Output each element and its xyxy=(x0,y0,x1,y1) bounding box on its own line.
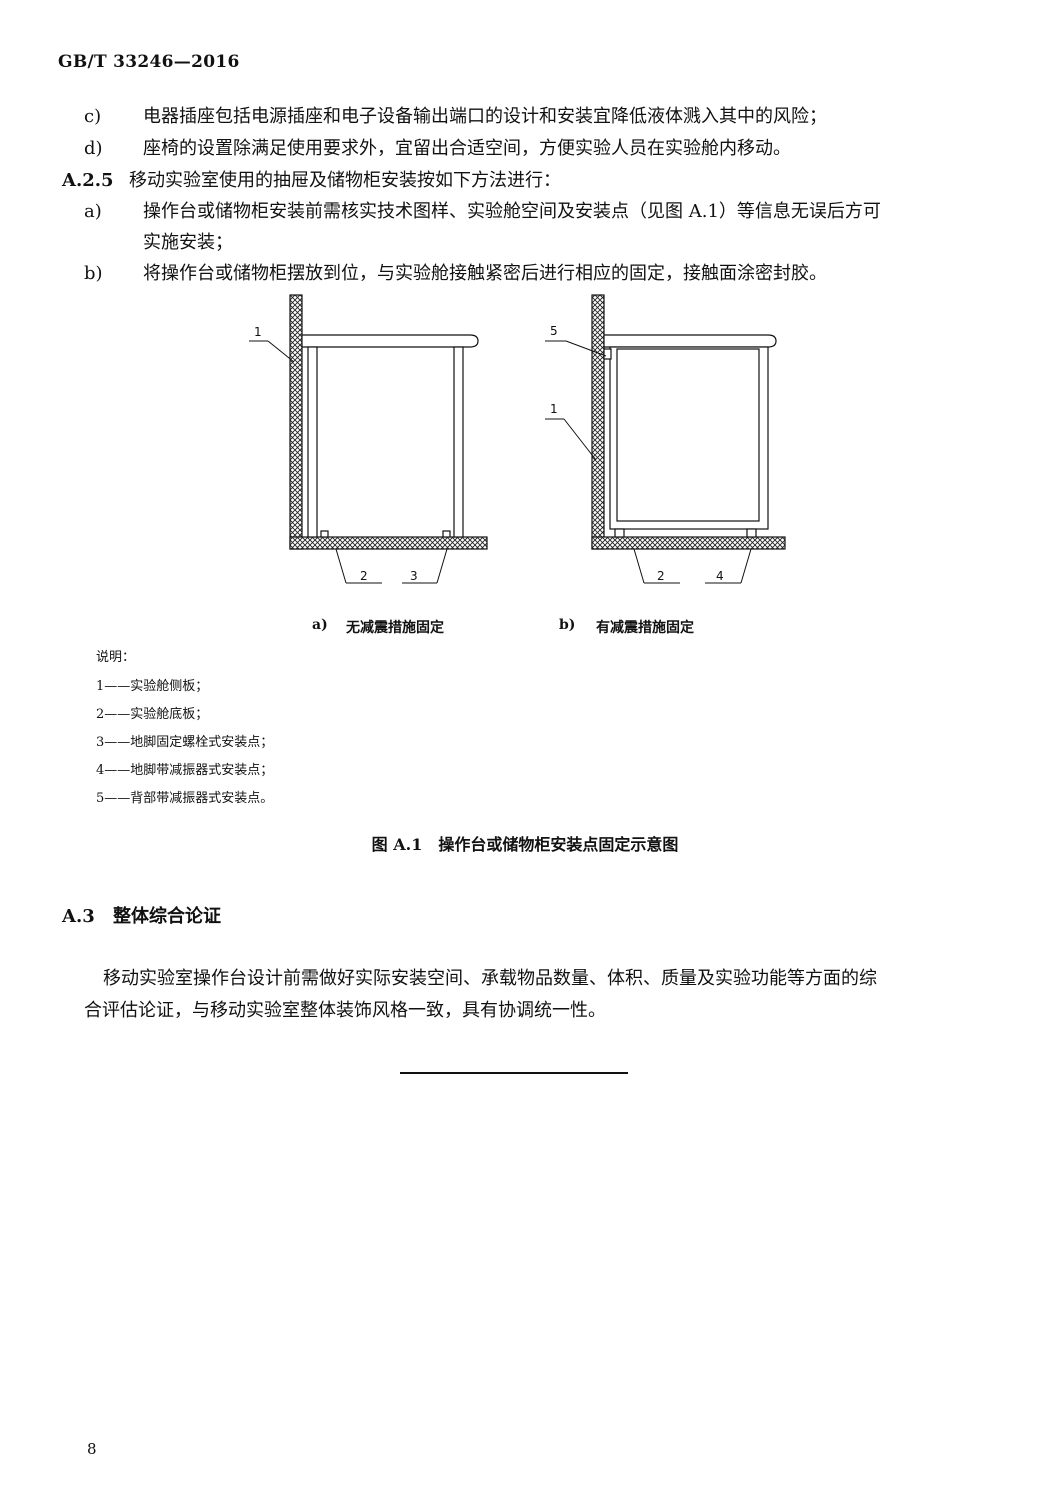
legend-item: 3——地脚固定螺栓式安装点； xyxy=(96,735,274,750)
callout-2: 2 xyxy=(360,569,368,583)
side-panel-wall xyxy=(591,294,605,550)
callout-5: 5 xyxy=(550,324,558,338)
subfigure-b-label: b) xyxy=(559,617,576,633)
legend-item: 2——实验舱底板； xyxy=(96,707,209,722)
bolt-point-left xyxy=(320,530,329,538)
installation-figure: 1 2 3 5 1 2 4 xyxy=(249,294,786,584)
floor-panel xyxy=(289,536,488,550)
section-a3-number: A.3 xyxy=(62,906,95,927)
legend-item: 4——地脚带减振器式安装点； xyxy=(96,763,274,778)
bolt-point-right xyxy=(442,530,451,538)
item-d-text: 座椅的设置除满足使用要求外，宜留出合适空间，方便实验人员在实验舱内移动。 xyxy=(143,138,791,159)
foot-damper-left xyxy=(614,528,625,538)
section-a25-text: 移动实验室使用的抽屉及储物柜安装按如下方法进行： xyxy=(129,170,561,191)
cabinet-post-right xyxy=(453,346,464,538)
foot-damper-right xyxy=(746,528,757,538)
figure-title: 图 A.1 操作台或储物柜安装点固定示意图 xyxy=(371,835,679,854)
cabinet-body-inner xyxy=(616,348,760,522)
figure-b-diagram: 5 1 2 4 xyxy=(545,294,786,584)
countertop xyxy=(301,334,479,348)
item-a-line2: 实施安装； xyxy=(143,232,233,253)
callout-1: 1 xyxy=(550,402,558,416)
item-d-label: d) xyxy=(84,138,103,159)
legend-title: 说明： xyxy=(96,650,136,665)
page-number: 8 xyxy=(87,1440,97,1458)
subfigure-a-caption: 无减震措施固定 xyxy=(346,620,444,636)
back-damper-point xyxy=(603,348,612,360)
section-a3-title: 整体综合论证 xyxy=(113,906,221,927)
callout-3: 3 xyxy=(410,569,418,583)
standard-id: GB/T 33246—2016 xyxy=(58,52,240,72)
subfigure-a-label: a) xyxy=(312,617,328,633)
section-a3-para-line1: 移动实验室操作台设计前需做好实际安装空间、承载物品数量、体积、质量及实验功能等方… xyxy=(103,968,877,989)
floor-panel xyxy=(591,536,786,550)
subfigure-b-caption: 有减震措施固定 xyxy=(596,620,694,636)
item-a-label: a) xyxy=(84,201,102,222)
end-rule xyxy=(400,1072,628,1074)
callout-4: 4 xyxy=(716,569,724,583)
item-c-text: 电器插座包括电源插座和电子设备输出端口的设计和安装宜降低液体溅入其中的风险； xyxy=(143,106,827,127)
callout-1: 1 xyxy=(254,325,262,339)
callout-2: 2 xyxy=(657,569,665,583)
legend-item: 1——实验舱侧板； xyxy=(96,679,209,694)
cabinet-post-left xyxy=(307,346,318,538)
legend-item: 5——背部带减振器式安装点。 xyxy=(96,791,274,806)
item-a-line1: 操作台或储物柜安装前需核实技术图样、实验舱空间及安装点（见图 A.1）等信息无误… xyxy=(143,201,881,222)
section-a25-number: A.2.5 xyxy=(62,170,114,191)
figure-a-diagram: 1 2 3 xyxy=(249,294,488,584)
item-b-label: b) xyxy=(84,263,103,284)
item-b-text: 将操作台或储物柜摆放到位，与实验舱接触紧密后进行相应的固定，接触面涂密封胶。 xyxy=(143,263,827,284)
section-a3-para-line2: 合评估论证，与移动实验室整体装饰风格一致，具有协调统一性。 xyxy=(84,1000,606,1021)
item-c-label: c) xyxy=(84,106,102,127)
side-panel-wall xyxy=(289,294,303,550)
countertop xyxy=(603,334,777,348)
